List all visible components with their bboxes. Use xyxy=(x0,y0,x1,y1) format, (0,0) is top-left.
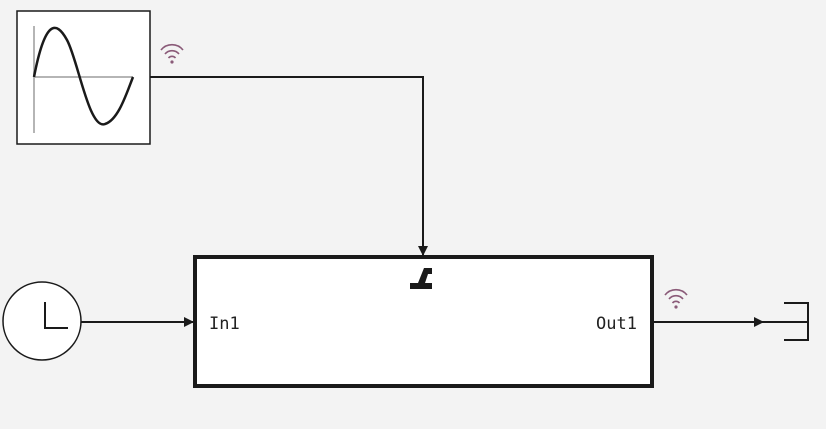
sine-wave-block[interactable] xyxy=(16,10,151,145)
terminator-icon xyxy=(763,302,809,341)
subsystem-input-port-label: In1 xyxy=(209,314,240,334)
wifi-signal-icon xyxy=(664,288,688,309)
clock-block[interactable] xyxy=(2,281,82,361)
signal-line-sine-to-trigger[interactable] xyxy=(150,76,428,256)
signal-logging-badge-out1[interactable] xyxy=(664,288,688,309)
terminator-block[interactable] xyxy=(763,302,809,341)
triggered-subsystem-icon xyxy=(410,268,432,289)
triggered-subsystem-block[interactable]: In1 Out1 xyxy=(193,255,654,388)
sine-wave-icon xyxy=(32,26,135,133)
wifi-signal-icon xyxy=(160,43,184,64)
clock-icon xyxy=(44,302,68,329)
subsystem-output-port-label: Out1 xyxy=(596,314,637,334)
signal-logging-badge-sine[interactable] xyxy=(160,43,184,64)
